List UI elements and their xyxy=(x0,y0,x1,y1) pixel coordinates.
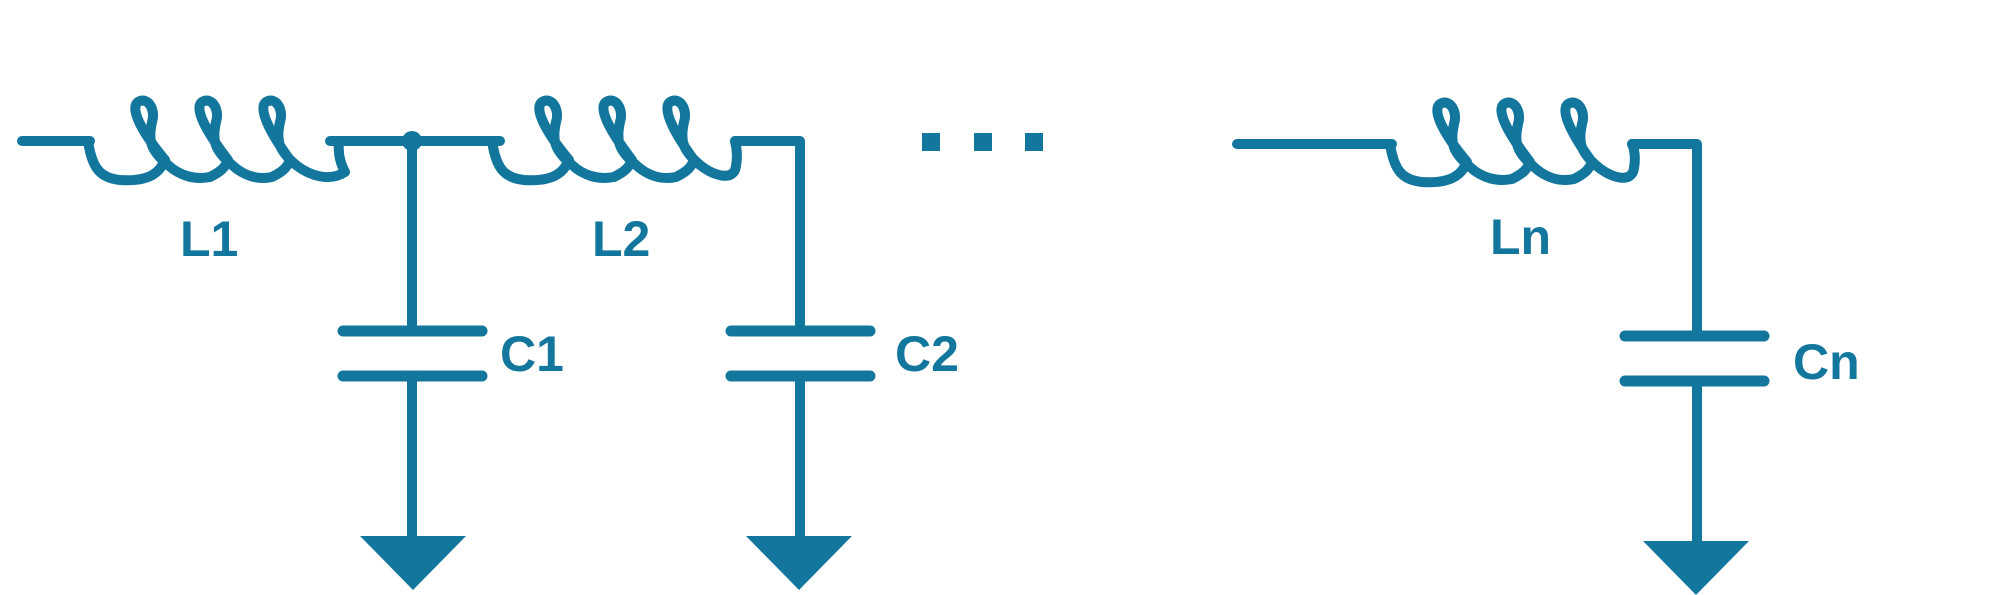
label-l1: L1 xyxy=(180,211,238,267)
label-ln: Ln xyxy=(1490,209,1551,265)
ground-n-icon xyxy=(1643,541,1749,595)
inductor-ln-symbol xyxy=(1385,97,1640,188)
ground-1-icon xyxy=(360,536,466,590)
ellipsis-dots xyxy=(922,133,1043,151)
ellipsis-dot-1 xyxy=(922,133,940,151)
l2-to-c2-wire xyxy=(730,136,805,336)
ground-2-icon xyxy=(746,536,852,590)
ellipsis-dot-2 xyxy=(974,133,992,151)
ln-to-cn-wire xyxy=(1627,139,1702,341)
label-l2: L2 xyxy=(592,211,650,267)
inductor-l1-symbol xyxy=(83,95,350,186)
label-c1: C1 xyxy=(500,326,564,382)
label-cn: Cn xyxy=(1793,334,1860,390)
label-c2: C2 xyxy=(895,326,959,382)
ellipsis-dot-3 xyxy=(1025,133,1043,151)
inductor-l2-symbol xyxy=(487,95,742,186)
